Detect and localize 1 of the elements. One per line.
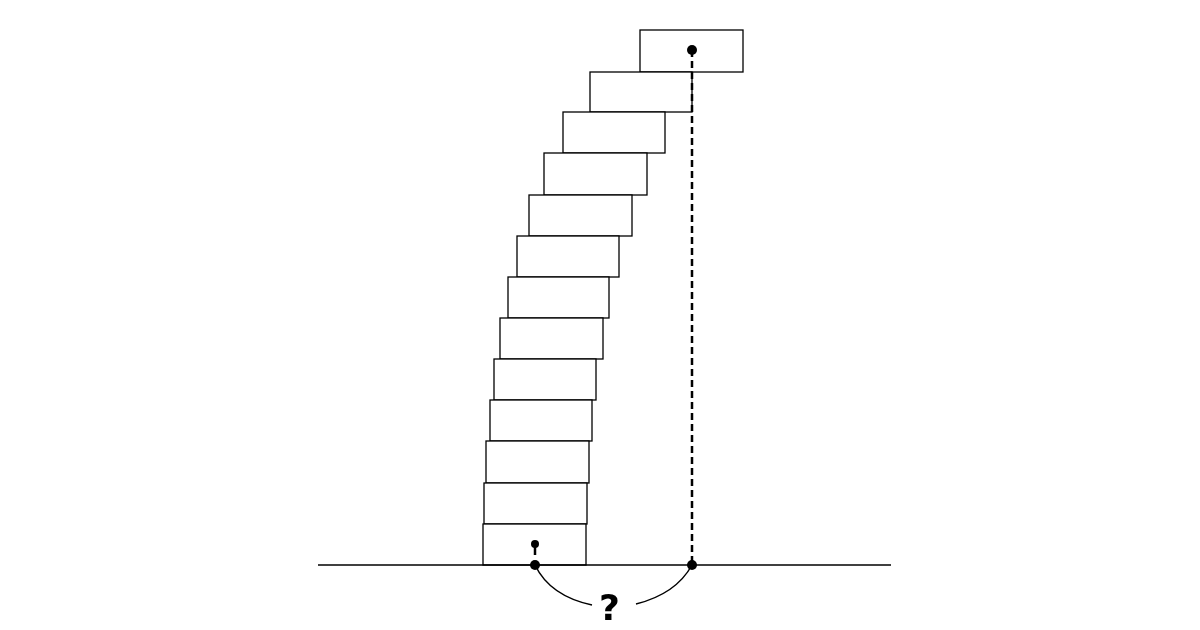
question-mark-label: ? [599,590,620,626]
